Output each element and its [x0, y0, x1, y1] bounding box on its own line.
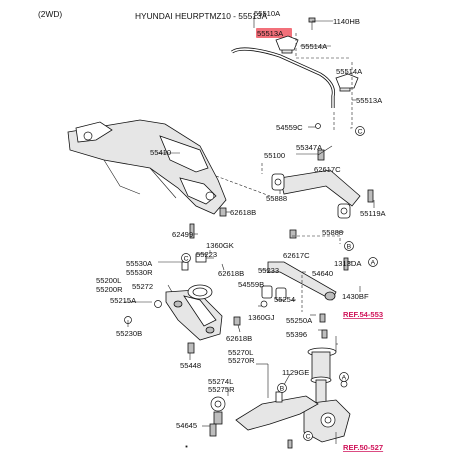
- label-55396: 55396: [286, 330, 307, 339]
- svg-text:C: C: [184, 256, 189, 263]
- bolt-55119a: [367, 189, 374, 203]
- label-55250a: 55250A: [286, 316, 313, 325]
- upper-arm-55100: [271, 149, 374, 239]
- callout-a-mid: A: [368, 257, 378, 267]
- label-1360gk: 1360GK: [206, 241, 234, 250]
- label-62618b-3: 62618B: [226, 334, 252, 343]
- callout-c-top: C: [355, 126, 365, 136]
- washer-55215a: [154, 300, 162, 308]
- ref-link-50-527[interactable]: REF.50-527: [343, 443, 383, 452]
- label-62499: 62499: [172, 230, 193, 239]
- bolt-62618b-lower: [233, 316, 241, 326]
- ref-link-54-553[interactable]: REF.54-553: [343, 310, 383, 319]
- label-55200r: 55200R: [96, 285, 123, 294]
- label-54559c: 54559C: [276, 123, 303, 132]
- label-55274l: 55274L: [208, 377, 233, 386]
- bolt-bottom: [287, 439, 293, 449]
- svg-text:B: B: [280, 386, 285, 393]
- label-55233: 55233: [258, 266, 279, 275]
- diagram-title: HYUNDAI HEURPTMZ10 - 55513A: [135, 11, 268, 21]
- label-55530r: 55530R: [126, 268, 153, 277]
- label-55254: 55254: [274, 295, 295, 304]
- bolt-55530: [181, 261, 189, 271]
- label-55119a: 55119A: [360, 209, 387, 218]
- knuckle: [303, 380, 351, 443]
- callout-b-lower: B: [277, 383, 287, 393]
- label-55448: 55448: [180, 361, 201, 370]
- stabilizer-bar: [231, 17, 359, 129]
- label-62617c-1: 62617C: [314, 165, 341, 174]
- label-55410: 55410: [150, 148, 171, 157]
- label-1129ge: 1129GE: [282, 368, 309, 377]
- bolt-62499: [189, 223, 195, 239]
- bolt-1140hb: [308, 17, 316, 23]
- label-55275r: 55275R: [208, 385, 235, 394]
- crossmember-55410: [67, 119, 227, 215]
- label-55514a-2: 55514A: [336, 67, 363, 76]
- svg-text:C: C: [358, 129, 363, 136]
- label-55513a-2: 55513A: [356, 96, 383, 105]
- trailing-arm-55270: [209, 391, 319, 449]
- label-55270r: 55270R: [228, 356, 255, 365]
- callout-c-lower: C: [303, 431, 313, 441]
- bolt-55448: [187, 342, 195, 354]
- label-54645: 54645: [176, 421, 197, 430]
- bushing-bracket-1: [275, 35, 299, 51]
- highlight-box: [256, 28, 292, 38]
- callout-c-mid: C: [181, 253, 191, 263]
- label-62617c-2: 62617C: [283, 251, 310, 260]
- label-55510a: 55510A: [254, 9, 281, 18]
- nut-55396: [319, 313, 326, 323]
- label-55100: 55100: [264, 151, 285, 160]
- label-55347a: 55347A: [296, 143, 323, 152]
- label-55230b: 55230B: [116, 329, 142, 338]
- bolt-1313da: [343, 257, 349, 271]
- label-55270l: 55270L: [228, 348, 253, 357]
- label-55888-2: 55888: [322, 228, 343, 237]
- label-62618b-1: 62618B: [230, 208, 256, 217]
- label-1430bf: 1430BF: [342, 292, 369, 301]
- label-54640: 54640: [312, 269, 333, 278]
- label-62618b-2: 62618B: [218, 269, 244, 278]
- label-1140hb: 1140HB: [333, 17, 360, 26]
- label-55272: 55272: [132, 282, 153, 291]
- bushing-55254: [275, 287, 287, 301]
- label-55530a: 55530A: [126, 259, 153, 268]
- nut-62617c: [289, 229, 297, 239]
- bolt-54645: [209, 423, 217, 437]
- label-55215a: 55215A: [110, 296, 137, 305]
- callout-b-mid: B: [344, 241, 354, 251]
- label-55513a-highlighted: 55513A: [257, 29, 284, 38]
- label-55223: 55223: [196, 250, 217, 259]
- nut-1360gj: [260, 300, 268, 308]
- bolt-1129ge: [275, 391, 283, 403]
- drive-type-label: (2WD): [38, 9, 62, 19]
- label-55514a-1: 55514A: [301, 42, 328, 51]
- label-55200l: 55200L: [96, 276, 121, 285]
- label-54559b: 54559B: [238, 280, 264, 289]
- svg-text:A: A: [342, 375, 347, 382]
- svg-text:A: A: [371, 260, 376, 267]
- label-1360gj: 1360GJ: [248, 313, 275, 322]
- svg-text:B: B: [347, 244, 352, 251]
- callout-a-lower: A: [339, 372, 349, 382]
- bolt-62618b: [219, 207, 227, 217]
- nut-54559c: [315, 123, 321, 129]
- label-1313da: 1313DA: [334, 259, 362, 268]
- bushing-bracket-2: [335, 73, 359, 89]
- bushing-54559b: [261, 285, 273, 299]
- svg-text:C: C: [306, 434, 311, 441]
- lower-arm-55200: [124, 253, 241, 448]
- label-55888-1: 55888: [266, 194, 287, 203]
